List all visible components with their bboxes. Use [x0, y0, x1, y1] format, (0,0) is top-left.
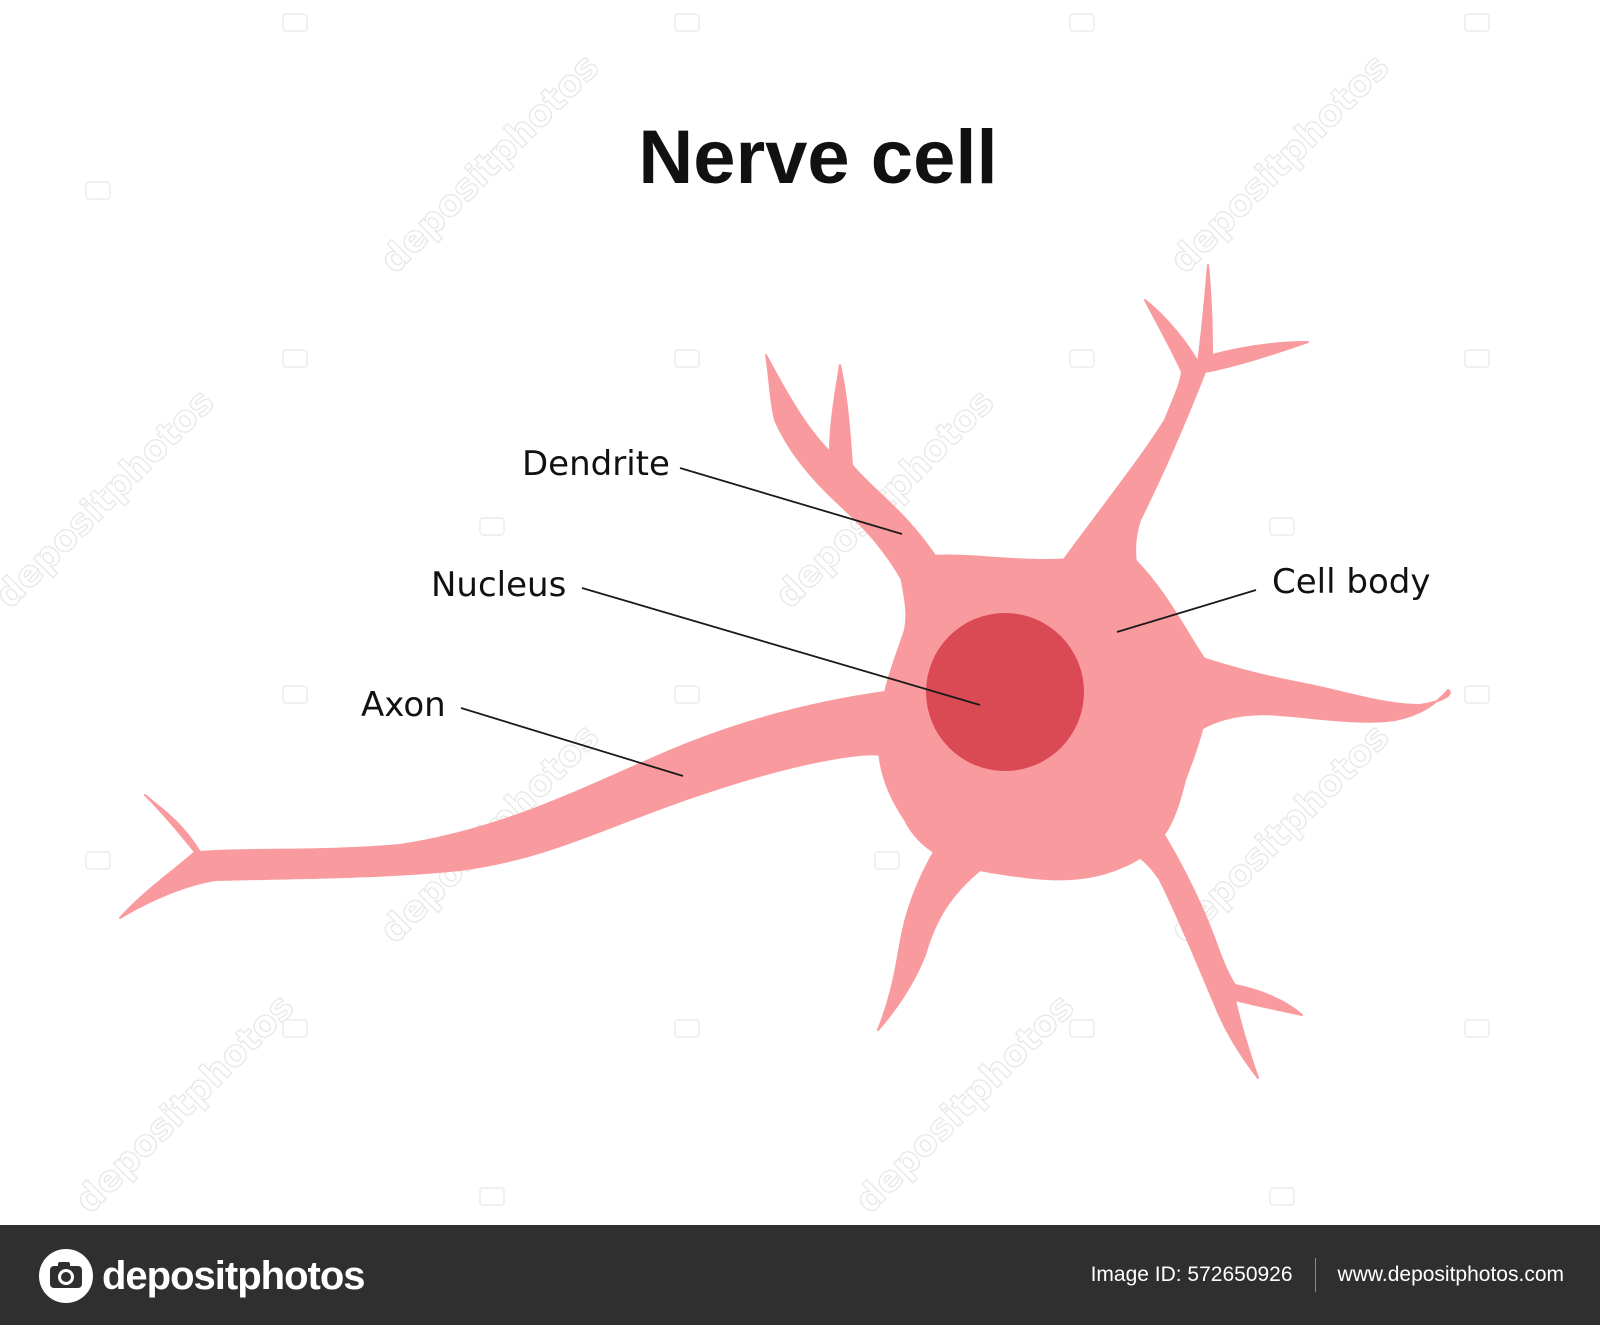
- dendrite-upper-right: [1059, 264, 1309, 581]
- nucleus-shape: [926, 613, 1084, 771]
- watermark-text: depositphotos: [372, 46, 607, 281]
- label-axon-text: Axon: [361, 685, 446, 725]
- dendrite-lower-right: [1124, 819, 1303, 1079]
- label-dendrite: Dendrite: [522, 444, 903, 535]
- footer-bar: depositphotos Image ID: 572650926 www.de…: [0, 1225, 1600, 1325]
- footer-info: Image ID: 572650926 www.depositphotos.co…: [1091, 1225, 1564, 1325]
- watermark-camera-icons: [85, 13, 1490, 1206]
- website-link[interactable]: www.depositphotos.com: [1337, 1263, 1564, 1286]
- dendrite-lower-left: [877, 849, 981, 1031]
- camera-logo-icon: [39, 1249, 93, 1303]
- watermark-text: depositphotos: [1162, 46, 1397, 281]
- leader-line-nucleus: [581, 587, 981, 706]
- logo[interactable]: depositphotos: [38, 1247, 366, 1305]
- label-dendrite-text: Dendrite: [522, 444, 670, 484]
- label-cell-body: Cell body: [1116, 562, 1430, 633]
- leader-line-cell-body: [1116, 589, 1257, 633]
- watermark-text: depositphotos: [67, 986, 302, 1221]
- watermark-text: depositphotos: [0, 381, 222, 616]
- label-axon: Axon: [361, 685, 684, 777]
- label-nucleus-text: Nucleus: [431, 565, 566, 605]
- image-id-text: Image ID: 572650926: [1090, 1263, 1293, 1286]
- leader-line-dendrite: [679, 467, 903, 535]
- dendrite-upper-left: [765, 354, 939, 586]
- axon-shape: [119, 689, 913, 919]
- leader-line-axon: [460, 707, 684, 777]
- footer-divider: [1314, 1258, 1316, 1292]
- dendrite-right: [1179, 649, 1451, 736]
- diagram-title: Nerve cell: [638, 115, 997, 200]
- neuron-shape: [119, 264, 1451, 1079]
- label-nucleus: Nucleus: [431, 565, 981, 706]
- label-cell-body-text: Cell body: [1272, 562, 1430, 602]
- nerve-cell-diagram: depositphotos depositphotos depositphoto…: [0, 13, 1490, 1222]
- logo-text: depositphotos: [102, 1253, 366, 1298]
